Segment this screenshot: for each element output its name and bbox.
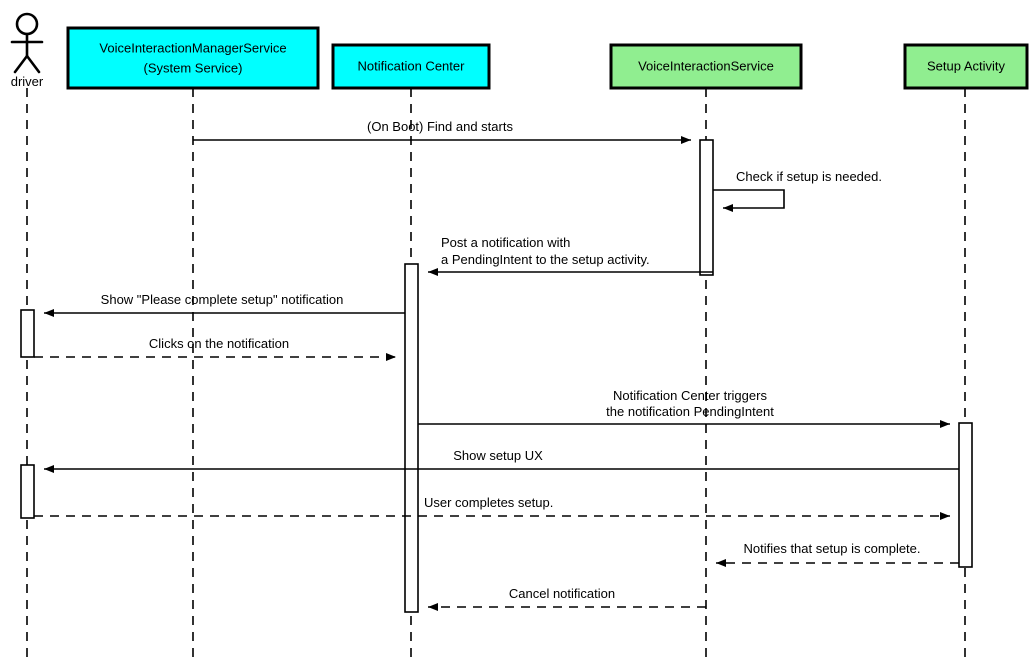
message-cancel-notification[interactable]: Cancel notification (428, 586, 706, 611)
message-label-3-line2: a PendingIntent to the setup activity. (441, 252, 650, 267)
participant-notification-center[interactable]: Notification Center (331, 43, 491, 90)
activation-bar-driver-1 (20, 309, 35, 358)
message-check-if-setup-is-needed[interactable]: Check if setup is needed. (713, 169, 882, 212)
participant-box-vims (66, 26, 320, 90)
message-label-2: Check if setup is needed. (736, 169, 882, 184)
message-label-9: Notifies that setup is complete. (743, 541, 920, 556)
message-label-6-line1: Notification Center triggers (613, 388, 767, 403)
actor-driver[interactable]: driver (10, 12, 44, 89)
actor-leg-left-icon (13, 54, 29, 74)
participant-voiceinteractionmanagerservice[interactable]: VoiceInteractionManagerService (System S… (66, 26, 320, 90)
message-user-completes-setup[interactable]: User completes setup. (34, 495, 950, 520)
participant-label-setup-activity: Setup Activity (927, 58, 1006, 73)
participant-voiceinteractionservice[interactable]: VoiceInteractionService (609, 43, 803, 90)
activation-bars-group (20, 139, 973, 613)
message-label-8: User completes setup. (424, 495, 553, 510)
actor-driver-label: driver (11, 74, 44, 89)
participant-label-vis: VoiceInteractionService (638, 58, 774, 73)
message-label-4: Show "Please complete setup" notificatio… (101, 292, 344, 307)
message-label-10: Cancel notification (509, 586, 615, 601)
message-on-boot-find-and-starts[interactable]: (On Boot) Find and starts (193, 119, 691, 144)
participant-box-setup-activity (903, 43, 1029, 90)
participant-box-vis (609, 43, 803, 90)
message-label-5: Clicks on the notification (149, 336, 289, 351)
activation-bar-setup-activity (958, 422, 973, 568)
message-post-notification-pendingintent[interactable]: Post a notification with a PendingIntent… (428, 235, 713, 276)
participant-setup-activity[interactable]: Setup Activity (903, 43, 1029, 90)
actor-leg-right-icon (25, 54, 41, 74)
message-notification-center-triggers-pendingintent[interactable]: Notification Center triggers the notific… (418, 388, 950, 428)
participant-box-notification-center (331, 43, 491, 90)
message-clicks-on-the-notification[interactable]: Clicks on the notification (34, 336, 396, 361)
message-show-setup-ux[interactable]: Show setup UX (44, 448, 959, 473)
participant-label-notification-center: Notification Center (358, 58, 466, 73)
message-label-6-line2: the notification PendingIntent (606, 404, 774, 419)
actor-head-icon (15, 12, 39, 36)
participant-label-vims-line2: (System Service) (144, 60, 243, 75)
message-show-please-complete-setup-notification[interactable]: Show "Please complete setup" notificatio… (44, 292, 405, 317)
participant-label-vims-line1: VoiceInteractionManagerService (99, 40, 286, 55)
message-label-7: Show setup UX (453, 448, 543, 463)
activation-bar-driver-2 (20, 464, 35, 519)
message-notifies-that-setup-is-complete[interactable]: Notifies that setup is complete. (716, 541, 959, 567)
activation-bar-notification-center (404, 263, 419, 613)
message-arrow-line-2-self (713, 189, 785, 212)
message-label-1: (On Boot) Find and starts (367, 119, 513, 134)
message-label-3-line1: Post a notification with (441, 235, 570, 250)
activation-bar-voiceinteractionservice (699, 139, 714, 276)
